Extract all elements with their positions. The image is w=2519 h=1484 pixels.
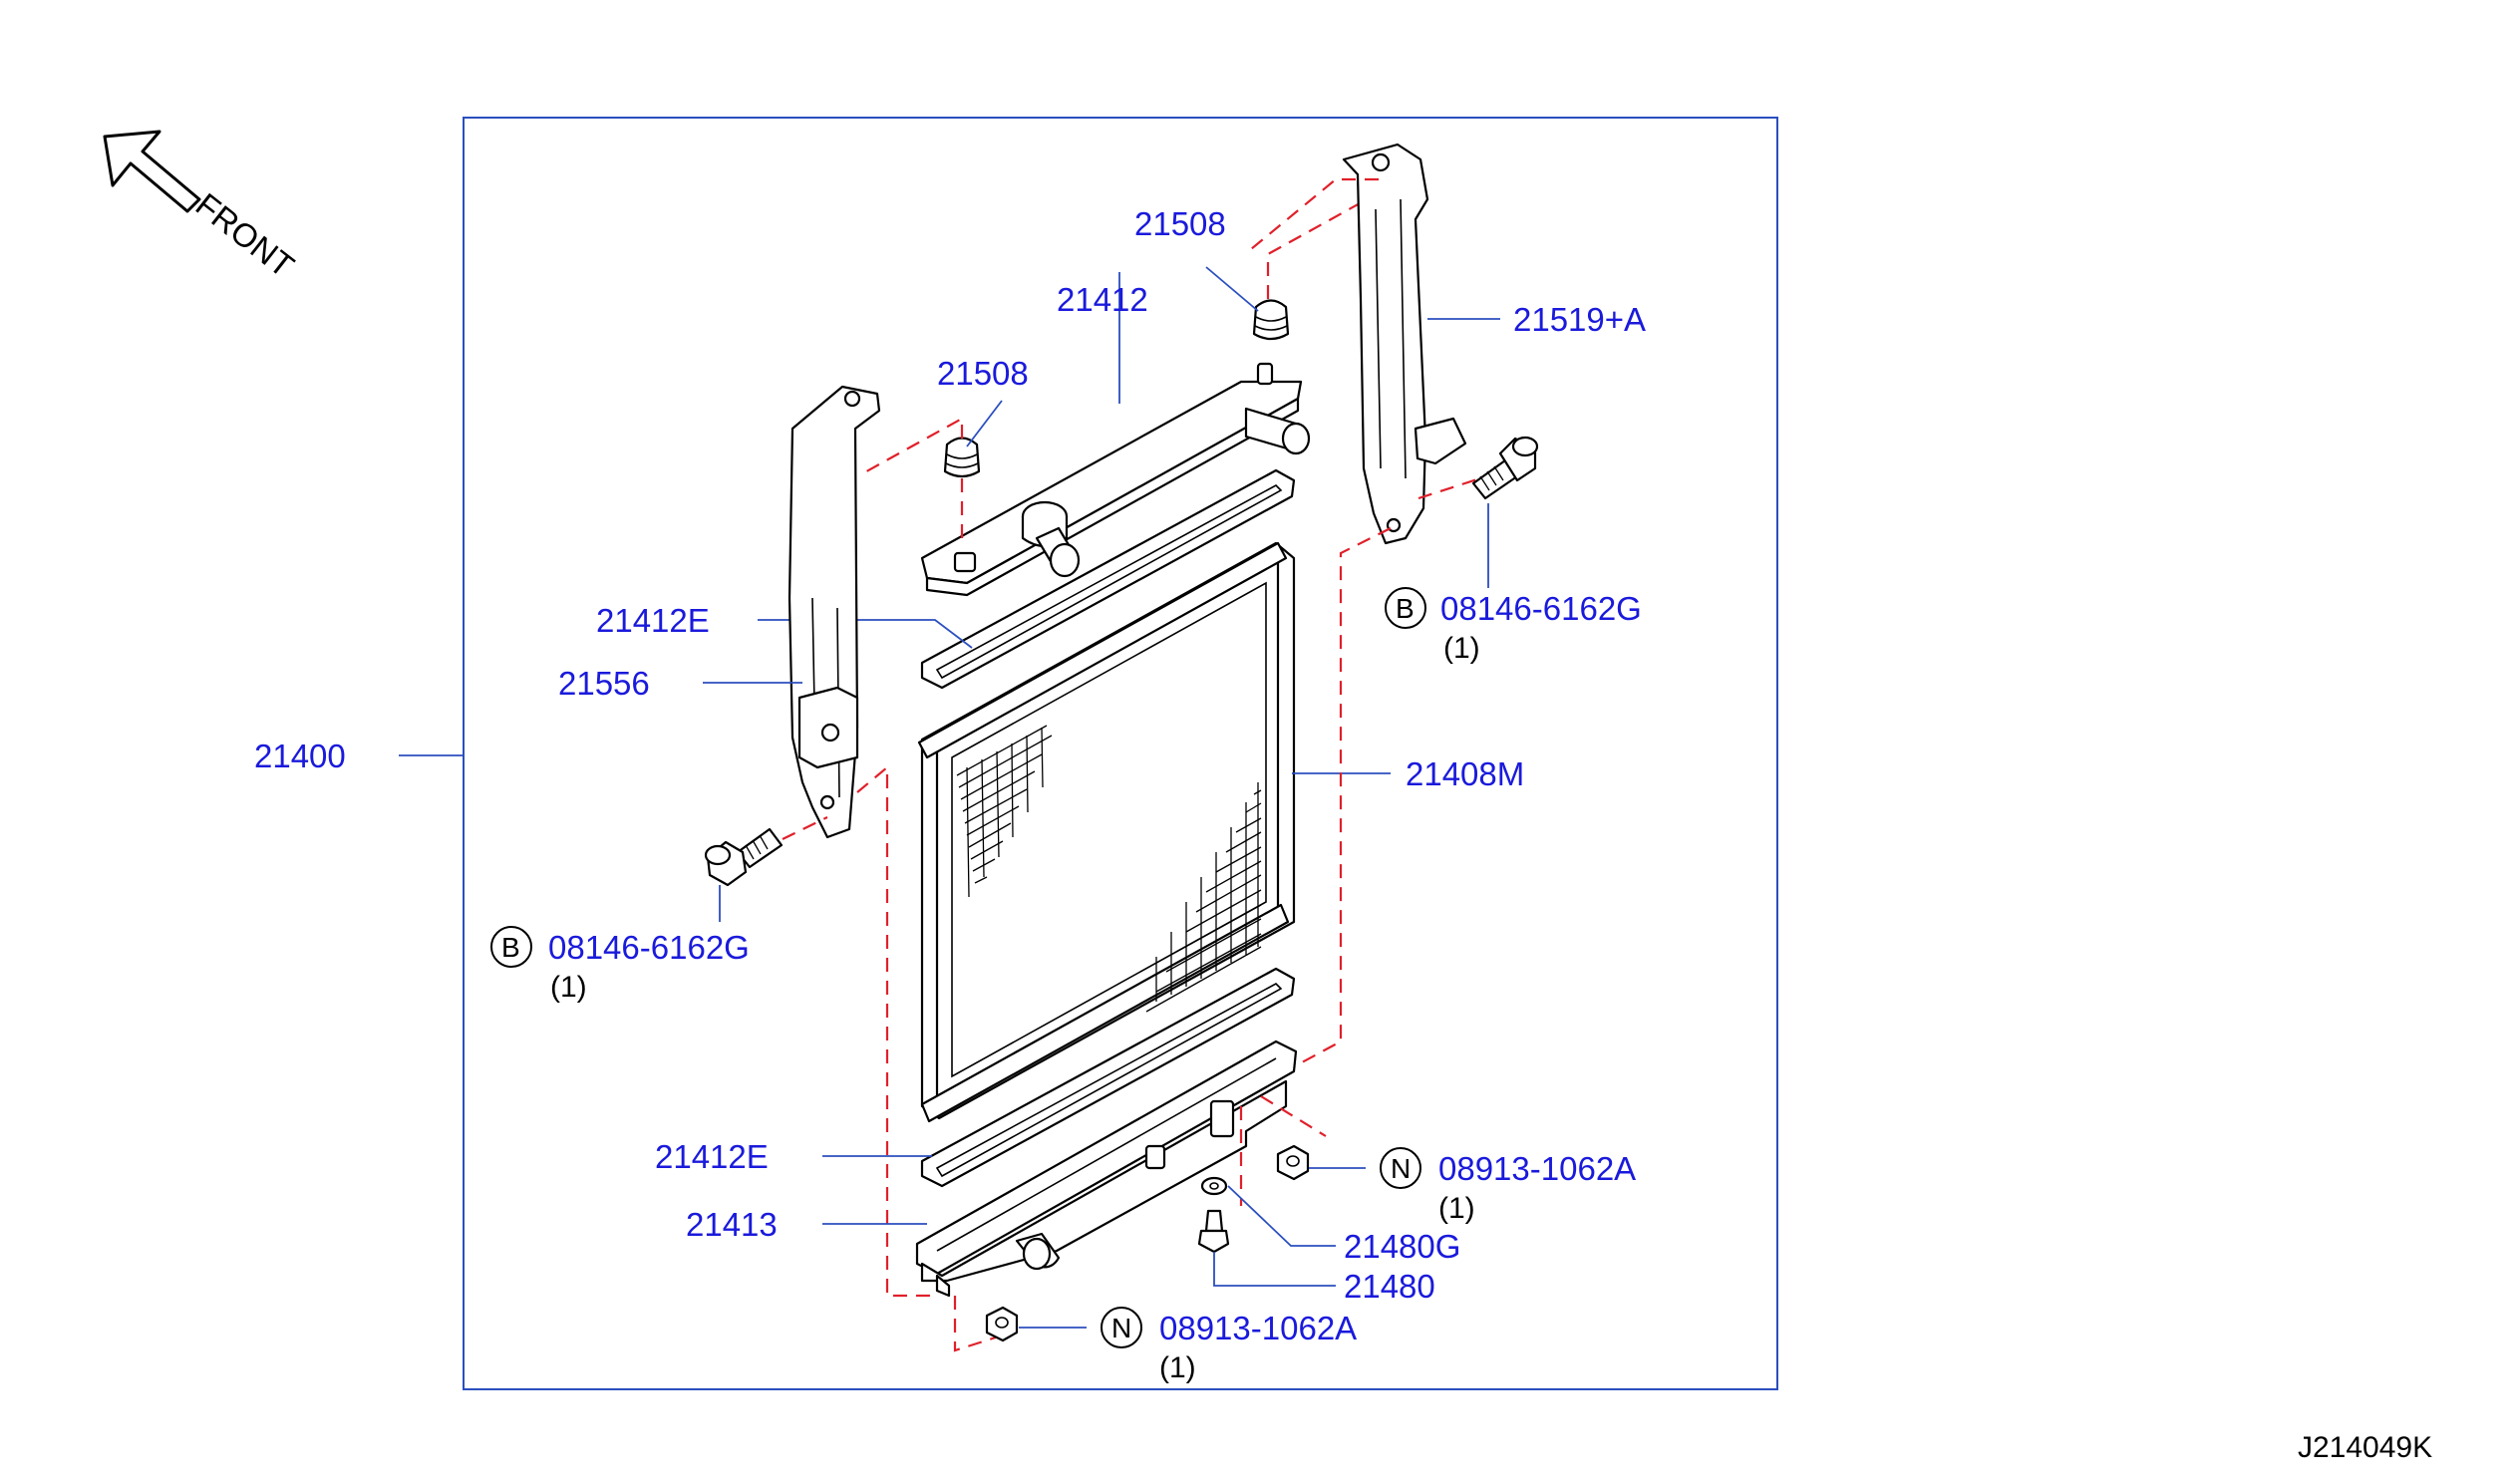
front-label: FRONT xyxy=(189,185,301,284)
part-number-bolt-left: 08146-6162G xyxy=(548,929,750,966)
part-number-nut-bottom: 08913-1062A xyxy=(1159,1310,1357,1346)
phantom-nut-right xyxy=(1260,1095,1327,1137)
leader-21508-left xyxy=(966,400,1003,447)
symbol-circle-nut-right xyxy=(1380,1147,1421,1189)
phantom-right-bracket-bolt xyxy=(1417,476,1481,500)
symbol-nut-bottom: N xyxy=(1111,1313,1131,1343)
assembly-frame xyxy=(463,117,1778,1390)
lower-seal-21412e xyxy=(920,967,1296,1188)
symbol-nut-right: N xyxy=(1391,1153,1411,1184)
bolt-left-08146 xyxy=(704,827,784,887)
qty-nut-right: (1) xyxy=(1438,1192,1475,1225)
phantom-right-bracket-down xyxy=(1275,527,1392,1077)
part-number-21480: 21480 xyxy=(1344,1268,1435,1305)
front-direction-arrow-icon xyxy=(103,130,201,213)
part-number-bolt-right: 08146-6162G xyxy=(1440,590,1642,627)
part-number-21412e-top: 21412E xyxy=(596,602,710,639)
part-number-21412: 21412 xyxy=(1057,281,1148,318)
radiator-core-21408m xyxy=(917,541,1296,1123)
part-number-21480g: 21480G xyxy=(1344,1228,1460,1265)
part-number-21519a: 21519+A xyxy=(1513,301,1646,338)
symbol-circle-bolt-left xyxy=(490,926,532,968)
drawing-code: J214049K xyxy=(2298,1431,2432,1464)
part-number-21412e-bottom: 21412E xyxy=(655,1138,769,1175)
part-number-21508-left: 21508 xyxy=(937,355,1029,392)
part-number-nut-right: 08913-1062A xyxy=(1438,1150,1636,1187)
part-number-21400: 21400 xyxy=(254,738,346,774)
phantom-21508-top xyxy=(1266,196,1372,299)
part-number-21508-top: 21508 xyxy=(1134,205,1226,242)
part-number-21413: 21413 xyxy=(686,1206,778,1243)
part-number-21556: 21556 xyxy=(558,665,650,702)
phantom-nut-bottom xyxy=(953,1296,1003,1352)
phantom-21508-left xyxy=(858,417,964,476)
bolt-right-08146 xyxy=(1471,436,1539,500)
part-number-21408m: 21408M xyxy=(1406,755,1524,792)
leader-21480g xyxy=(1227,1185,1336,1247)
nut-right-08913 xyxy=(1276,1144,1310,1181)
qty-nut-bottom: (1) xyxy=(1159,1351,1196,1384)
upper-tank-21412 xyxy=(920,362,1311,597)
qty-bolt-left: (1) xyxy=(550,971,587,1004)
symbol-circle-nut-bottom xyxy=(1101,1307,1142,1348)
washer-21480g xyxy=(1200,1176,1228,1196)
phantom-bolt-left xyxy=(782,816,828,840)
right-bracket-21519a xyxy=(1342,143,1467,545)
leader-21508-top xyxy=(1205,266,1259,312)
drain-plug-21480 xyxy=(1197,1209,1230,1254)
nut-bottom-08913 xyxy=(985,1306,1019,1342)
leader-21480 xyxy=(1213,1252,1336,1287)
left-bracket-21556 xyxy=(787,385,881,839)
phantom-right-bracket-top xyxy=(1250,177,1379,250)
symbol-circle-bolt-right xyxy=(1385,587,1426,629)
symbol-bolt-right: B xyxy=(1396,593,1415,624)
qty-bolt-right: (1) xyxy=(1443,632,1480,665)
symbol-bolt-left: B xyxy=(501,932,520,963)
upper-seal-21412e xyxy=(920,468,1296,690)
mount-rubber-21508-top xyxy=(1252,299,1290,341)
phantom-left-bracket-down xyxy=(856,764,937,1298)
lower-tank-21413 xyxy=(915,1039,1298,1298)
mount-rubber-21508-left xyxy=(943,437,981,478)
